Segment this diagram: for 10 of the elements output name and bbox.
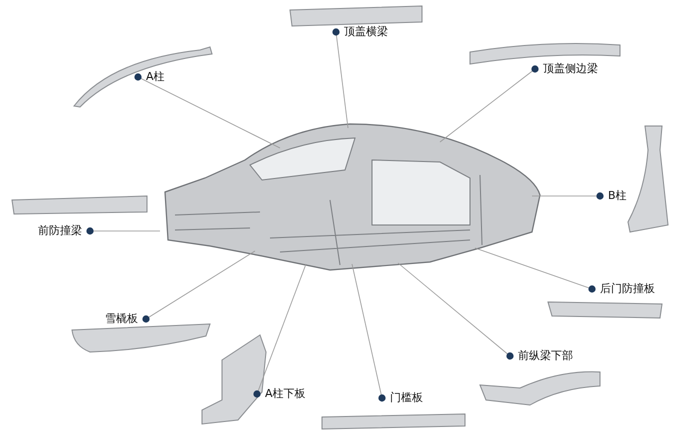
part-label: 顶盖横梁: [344, 25, 388, 39]
part-label: 门槛板: [390, 391, 423, 405]
part-label: 前纵梁下部: [518, 349, 573, 363]
part-label: A柱下板: [265, 387, 306, 401]
part-label: 雪橇板: [105, 312, 138, 326]
part-label: 后门防撞板: [600, 282, 655, 296]
part-label: A柱: [146, 70, 165, 84]
part-label: 前防撞梁: [38, 224, 82, 238]
part-label: B柱: [608, 189, 627, 203]
part-label: 顶盖侧边梁: [543, 62, 598, 76]
